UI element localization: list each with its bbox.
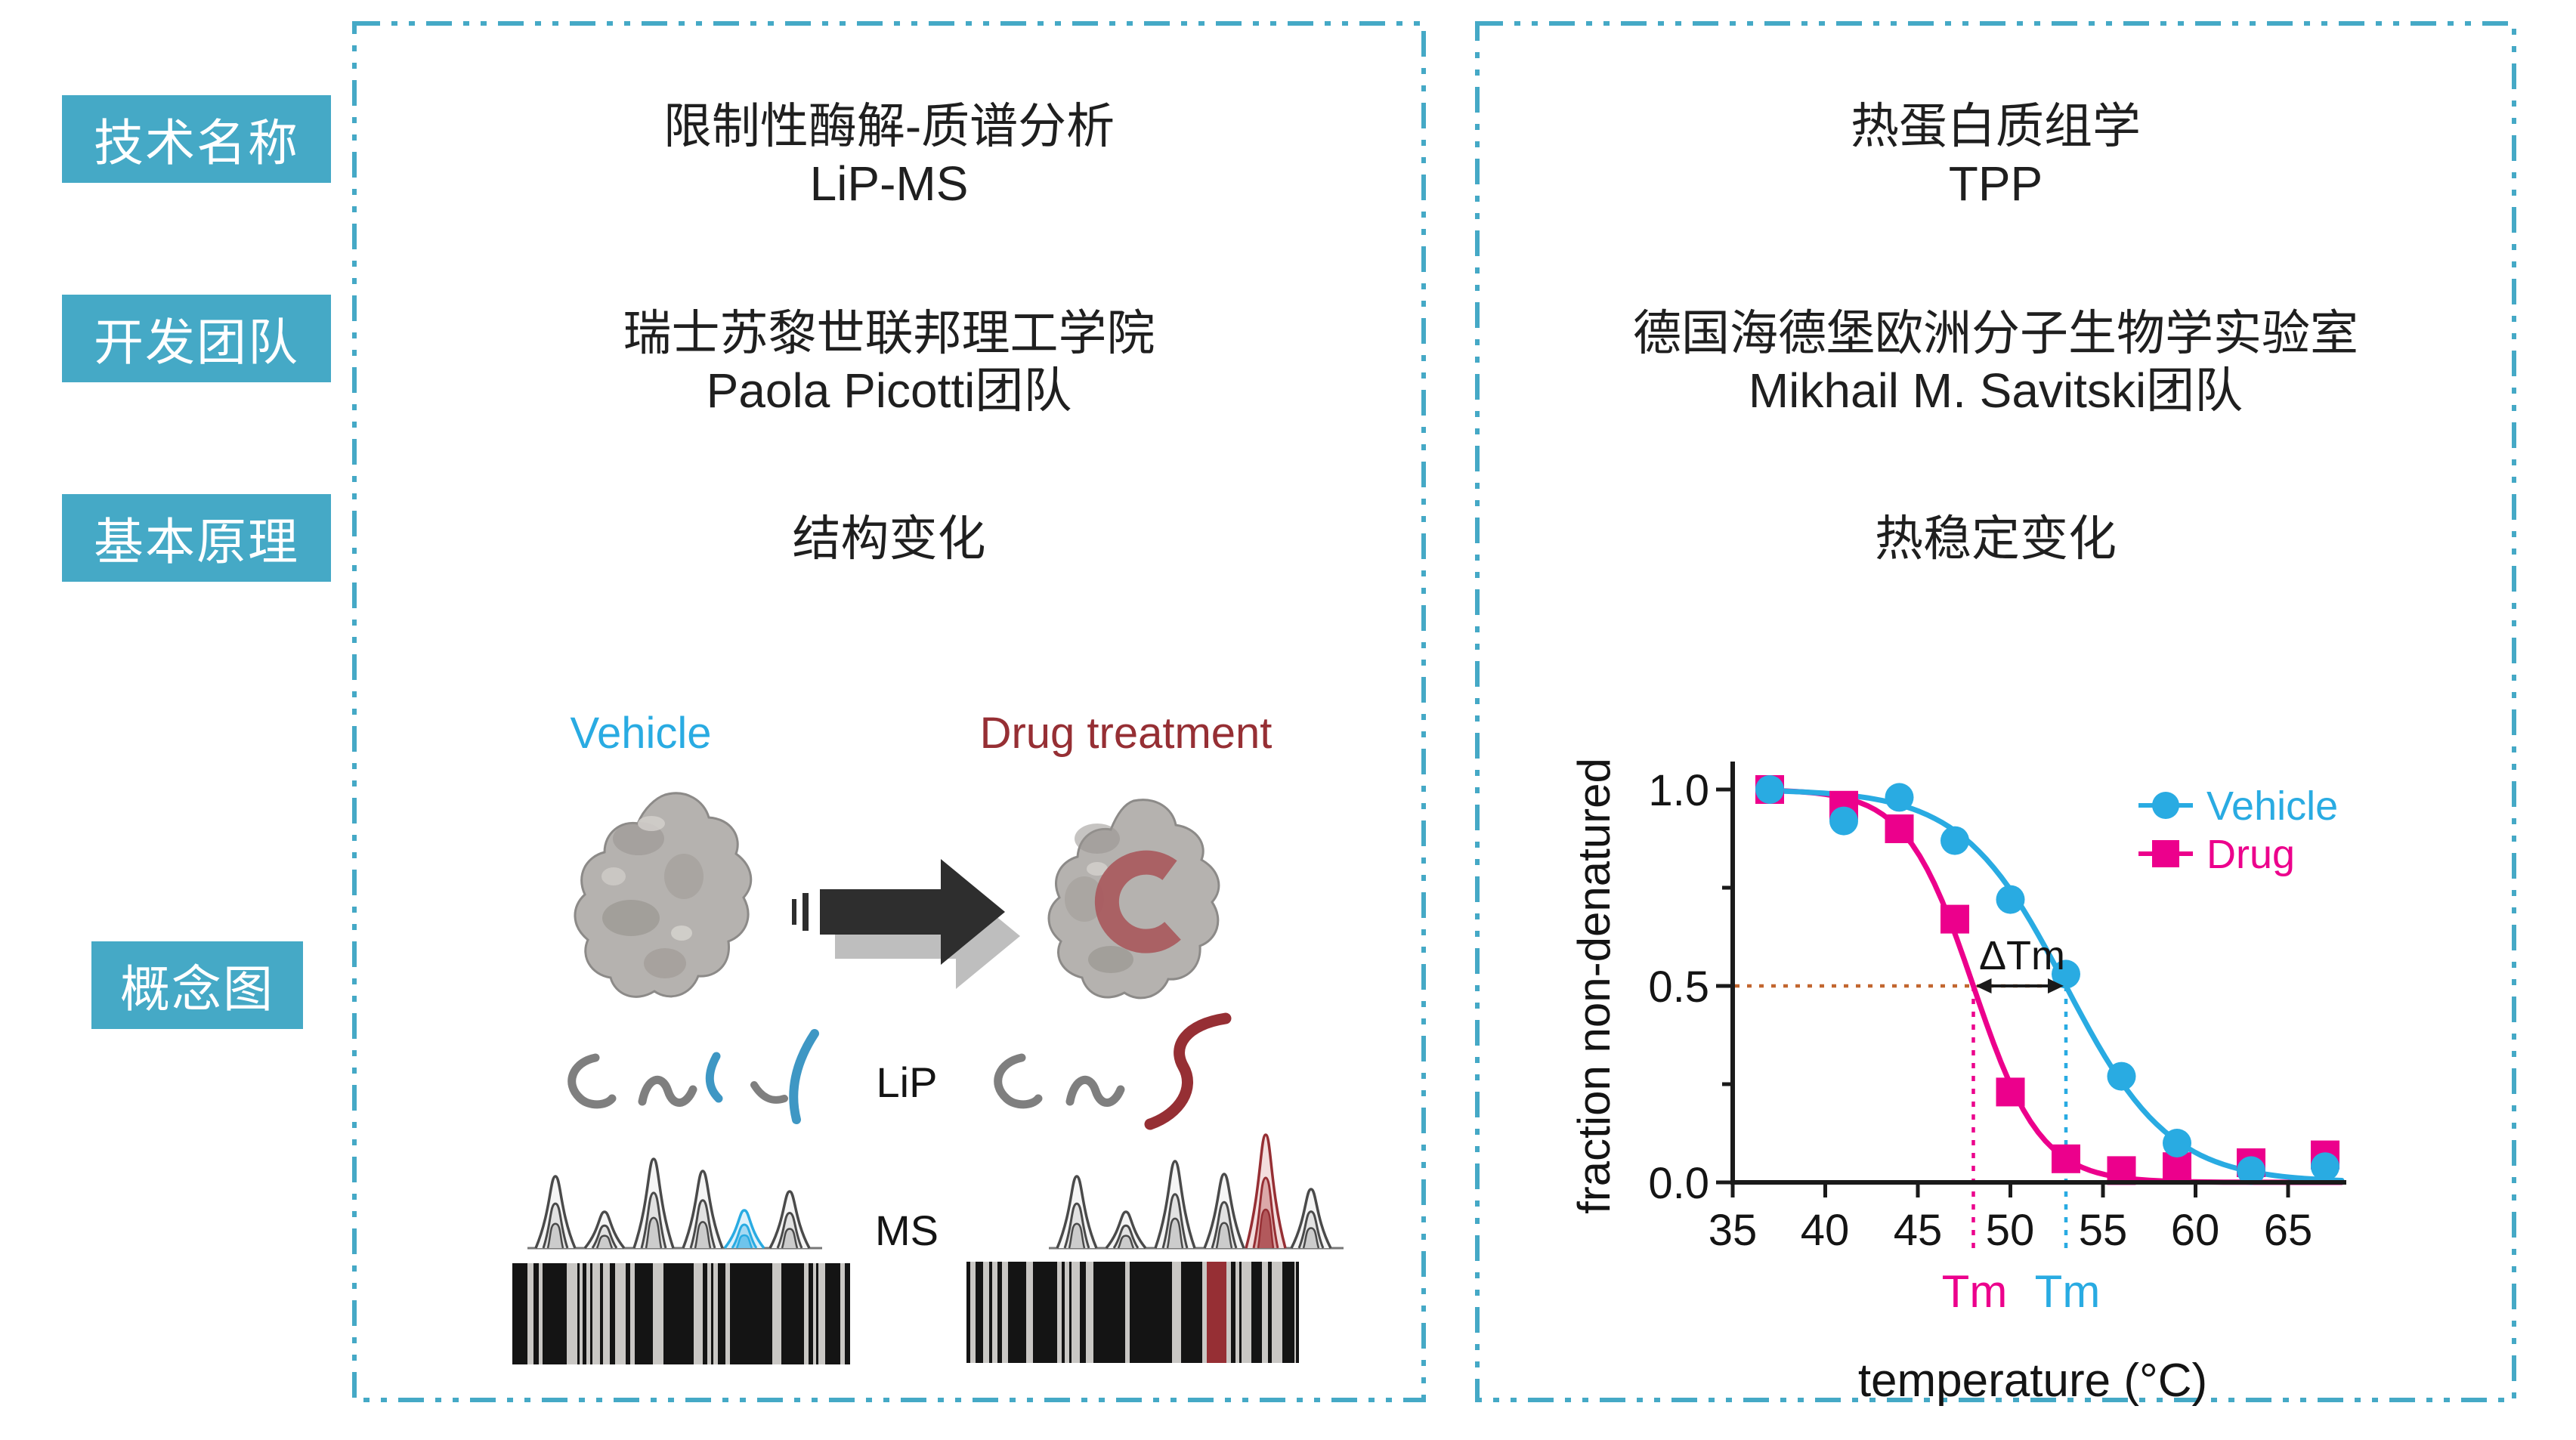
- tm-vehicle-label: Tm: [2035, 1266, 2101, 1317]
- transition-arrow-icon: [792, 859, 1020, 989]
- x-tick-label-55: 55: [2079, 1206, 2128, 1255]
- tm-drug-label: Tm: [1942, 1266, 2008, 1317]
- x-tick-label-45: 45: [1894, 1206, 1943, 1255]
- x-tick-label-50: 50: [1986, 1206, 2035, 1255]
- tpp-principle: 热稳定变化: [1875, 511, 2117, 566]
- row-label-dev-team: 开发团队: [62, 295, 331, 382]
- lipms-concept-figure: Vehicle Drug treatment LiP MS: [512, 709, 1344, 1364]
- ms-stage-label: MS: [875, 1207, 939, 1254]
- x-axis-title: temperature (°C): [1858, 1355, 2207, 1407]
- lipms-team-institution: 瑞士苏黎世联邦理工学院: [623, 306, 1155, 360]
- lip-stage-label: LiP: [877, 1058, 938, 1106]
- row-label-concept-text: 概念图: [120, 961, 274, 1017]
- tpp-team-leader: Mikhail M. Savitski团队: [1748, 363, 2244, 418]
- drug-binding-site-icon: [1094, 850, 1181, 953]
- drug-condition-label: Drug treatment: [980, 709, 1273, 758]
- y-tick-label-0.0: 0.0: [1648, 1159, 1709, 1208]
- legend-drug-label: Drug: [2206, 832, 2295, 877]
- legend-vehicle-marker-icon: [2152, 792, 2179, 819]
- y-tick-label-0.5: 0.5: [1648, 963, 1709, 1012]
- legend-vehicle-label: Vehicle: [2206, 783, 2338, 829]
- delta-tm-label: ΔTm: [1979, 933, 2065, 978]
- x-tick-label-40: 40: [1801, 1206, 1850, 1255]
- chart-legend: Vehicle Drug: [2138, 783, 2338, 877]
- left-panel-border: [352, 21, 1426, 1402]
- protein-blob-drug-icon: [1047, 799, 1220, 1000]
- y-tick-label-1.0: 1.0: [1648, 766, 1709, 815]
- row-label-tech-name-text: 技术名称: [94, 115, 299, 171]
- lipms-tech-name-zh: 限制性酶解-质谱分析: [663, 99, 1115, 153]
- lipms-team-leader: Paola Picotti团队: [706, 363, 1072, 418]
- lipms-tech-name-abbr: LiP-MS: [809, 156, 969, 211]
- tpp-melting-chart: 1.0 0.5 0.0 35 40 45 50 55 60 65 fractio…: [1569, 758, 2346, 1407]
- x-tick-label-60: 60: [2171, 1206, 2220, 1255]
- right-panel-border: [1475, 21, 2516, 1402]
- figure-dynamic-layer: [512, 1133, 1344, 1364]
- y-axis-title: fraction non-denatured: [1569, 758, 1619, 1214]
- row-label-principle-text: 基本原理: [94, 514, 299, 570]
- tpp-tech-name-abbr: TPP: [1948, 156, 2043, 211]
- chart-dynamic-layer: [1716, 762, 2346, 1250]
- tpp-team: 德国海德堡欧洲分子生物学实验室 Mikhail M. Savitski团队: [1477, 305, 2514, 419]
- peptide-squiggles-vehicle-icon: [567, 1029, 819, 1124]
- row-label-tech-name: 技术名称: [62, 95, 331, 183]
- tpp-tech-name: 热蛋白质组学 TPP: [1477, 98, 2514, 212]
- vehicle-condition-label: Vehicle: [570, 709, 711, 758]
- row-label-concept: 概念图: [91, 941, 303, 1029]
- tpp-tech-name-zh: 热蛋白质组学: [1851, 99, 2141, 153]
- protein-blob-vehicle-icon: [574, 792, 753, 998]
- lipms-team: 瑞士苏黎世联邦理工学院 Paola Picotti团队: [354, 305, 1424, 419]
- row-label-dev-team-text: 开发团队: [94, 314, 299, 370]
- x-tick-label-35: 35: [1709, 1206, 1758, 1255]
- lipms-principle: 结构变化: [792, 511, 986, 566]
- lipms-tech-name: 限制性酶解-质谱分析 LiP-MS: [354, 98, 1424, 212]
- row-label-principle: 基本原理: [62, 494, 331, 582]
- peptide-squiggles-drug-icon: [994, 1012, 1232, 1130]
- x-tick-label-65: 65: [2264, 1206, 2313, 1255]
- legend-drug-marker-icon: [2152, 840, 2179, 867]
- tpp-team-institution: 德国海德堡欧洲分子生物学实验室: [1633, 306, 2358, 360]
